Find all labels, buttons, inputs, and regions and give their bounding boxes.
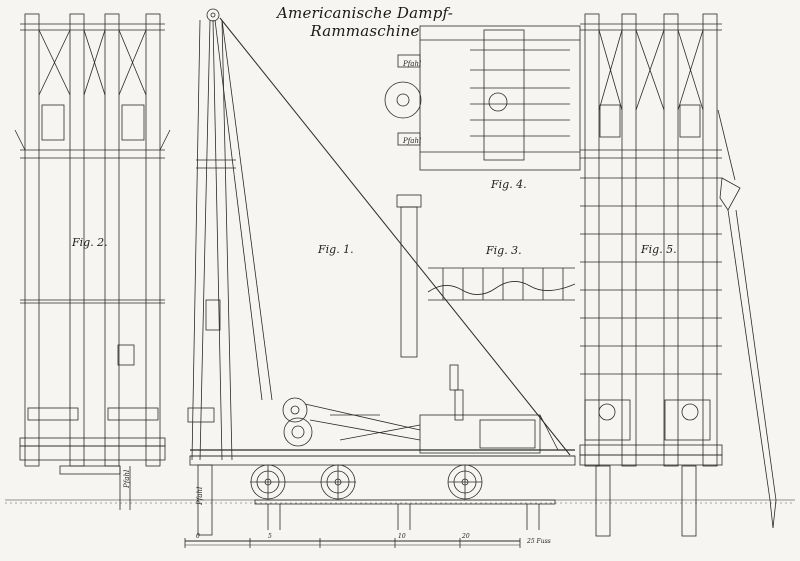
plate-title: Americanische Dampf-Rammaschine [277,4,453,40]
fig3-soil-section [427,267,576,301]
fig2-pile-driver-front [14,13,171,475]
pile-label-fig4-top: Pfahl [403,60,422,68]
pile-label-fig2: Pfahl [123,469,131,488]
fig5-pile-driver-front [579,13,777,537]
pile-label-fig1: Pfahl [196,486,204,505]
scale-unit: 25 Fuss [527,538,551,545]
scale-tick-0: 0 [196,533,200,540]
ground-line [5,466,795,510]
pile-label-fig4-bottom: Pfahl [403,137,422,145]
fig1-label: Fig. 1. [318,243,354,256]
fig1-pile-driver-side [187,8,576,536]
scale-tick-1: 5 [268,533,272,540]
fig3-label: Fig. 3. [486,244,522,257]
fig4-plan-view [384,25,581,171]
scale-tick-2: 10 [398,533,406,540]
fig4-label: Fig. 4. [491,178,527,191]
fig2-label: Fig. 2. [72,236,108,249]
scale-bar [184,538,521,548]
scale-tick-3: 20 [462,533,470,540]
fig5-label: Fig. 5. [641,243,677,256]
